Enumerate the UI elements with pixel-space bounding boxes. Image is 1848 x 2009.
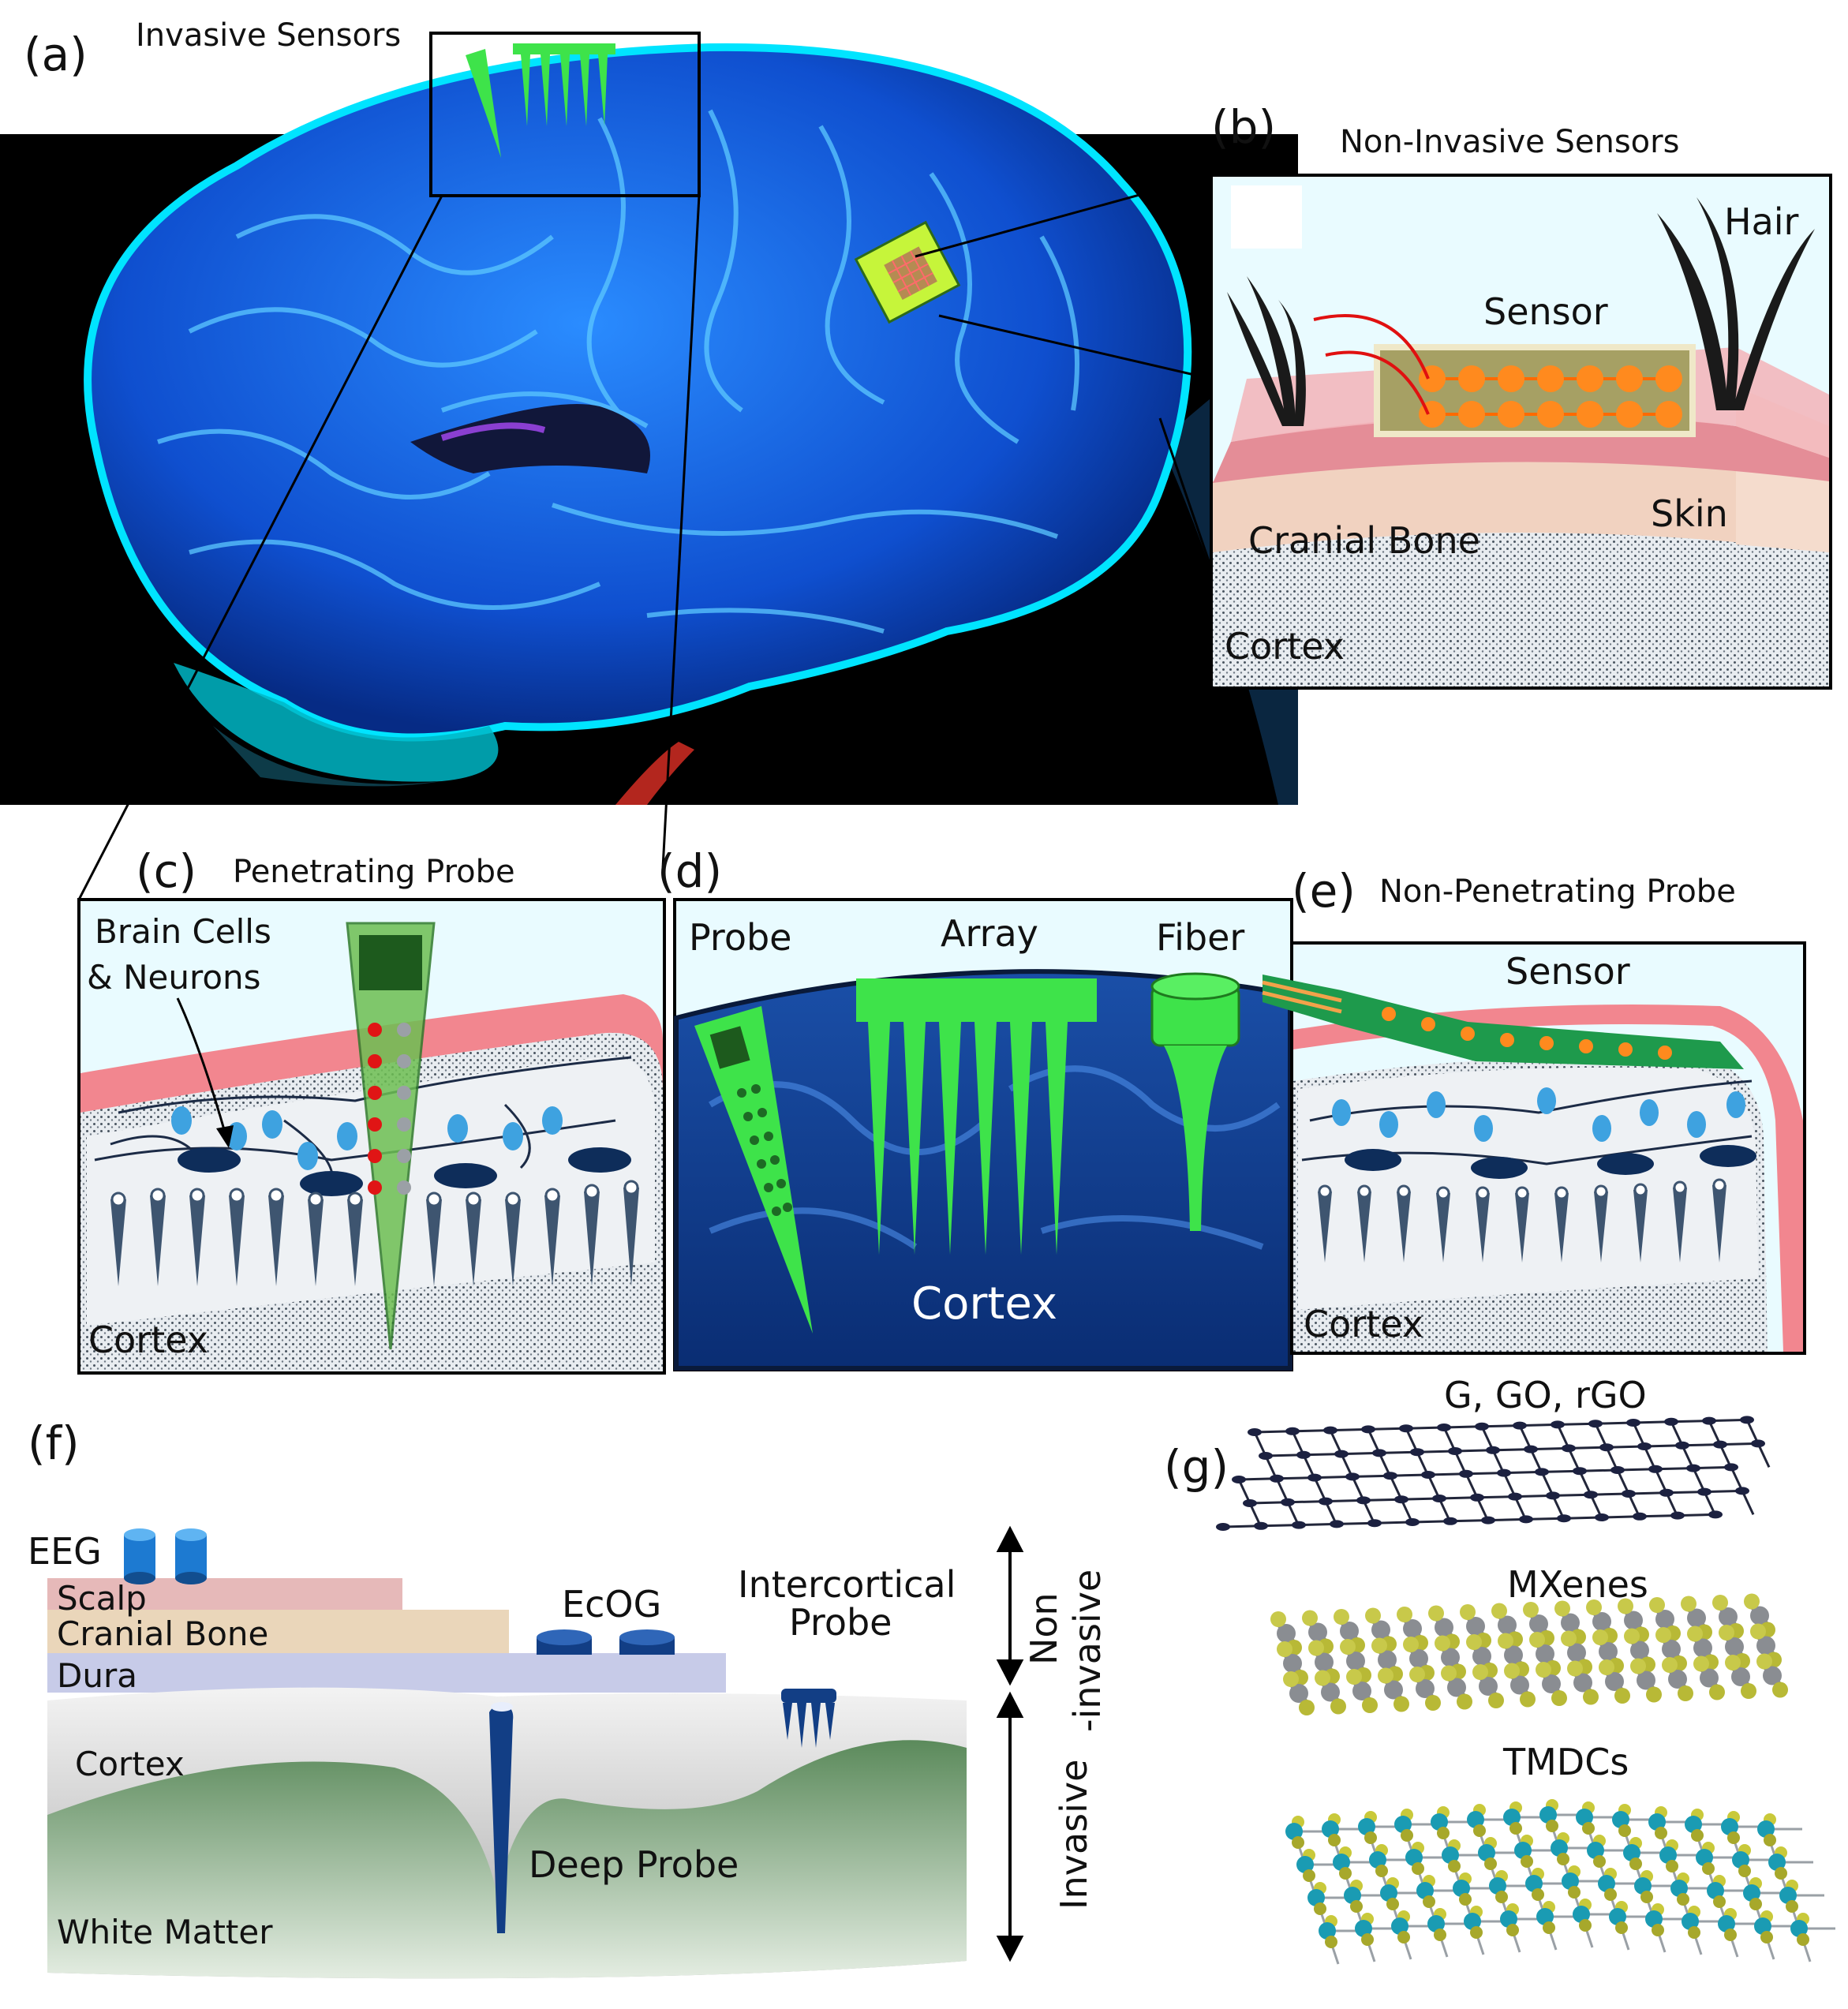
panel-b-sensor bbox=[1313, 314, 1696, 437]
invasive-label: Invasive bbox=[1053, 1759, 1095, 1910]
non-invasive-sensor-on-brain bbox=[854, 220, 961, 324]
panel-d-fiber-label: Fiber bbox=[1156, 916, 1245, 959]
invasiveness-arrows bbox=[996, 1525, 1024, 1962]
cortex-label: Cortex bbox=[75, 1745, 185, 1783]
panel-g-materials bbox=[1216, 1416, 1835, 1965]
panel-a-title: Invasive Sensors bbox=[136, 17, 402, 54]
zoom-connectors bbox=[77, 174, 1213, 900]
panel-d-probe bbox=[694, 1006, 813, 1334]
panel-b-letter: (b) bbox=[1211, 100, 1277, 154]
panel-c-cortex-label: Cortex bbox=[88, 1319, 208, 1361]
panel-b-cortex-label: Cortex bbox=[1225, 625, 1345, 668]
deep-probe bbox=[489, 1704, 514, 1933]
panel-e-title: Non-Penetrating Probe bbox=[1379, 874, 1736, 910]
dura-label: Dura bbox=[57, 1656, 137, 1695]
panel-b-sensor-label: Sensor bbox=[1483, 290, 1608, 333]
panel-c-title: Penetrating Probe bbox=[233, 854, 515, 890]
panel-c-letter: (c) bbox=[136, 844, 197, 898]
panel-c-probe bbox=[346, 922, 436, 1350]
panel-e-non-penetrating bbox=[1262, 941, 1806, 1355]
tmdcs-label: TMDCs bbox=[1503, 1741, 1629, 1783]
panel-f-layers bbox=[47, 1525, 1024, 1979]
mxene-lattice bbox=[1270, 1593, 1788, 1715]
panel-b-skin-label: Skin bbox=[1651, 492, 1728, 535]
intercortical-label-1: Intercortical bbox=[738, 1563, 956, 1606]
invasive-sensors-on-brain bbox=[466, 43, 615, 158]
eeg-label: EEG bbox=[28, 1530, 102, 1573]
panel-b-hair-label: Hair bbox=[1724, 200, 1799, 243]
white-matter-label: White Matter bbox=[57, 1913, 273, 1951]
ecog-label: EcOG bbox=[562, 1583, 662, 1626]
panel-d-fiber bbox=[1150, 972, 1240, 1231]
zoom-box-invasive bbox=[429, 32, 701, 197]
mxenes-label: MXenes bbox=[1507, 1563, 1648, 1606]
panel-c-penetrating bbox=[77, 898, 666, 1375]
panel-d-array bbox=[856, 978, 1097, 1255]
eeg-electrodes bbox=[124, 1528, 207, 1584]
panel-d-letter: (d) bbox=[657, 844, 723, 898]
panel-a-brain bbox=[0, 0, 1298, 805]
graphene-lattice bbox=[1216, 1416, 1771, 1531]
panel-d-array-label: Array bbox=[941, 912, 1038, 955]
scalp-label: Scalp bbox=[57, 1579, 147, 1618]
panel-f-letter: (f) bbox=[28, 1416, 80, 1470]
intercortical-label-2: Probe bbox=[789, 1601, 892, 1644]
panel-b-bone bbox=[1213, 453, 1829, 552]
panel-d-probe-label: Probe bbox=[689, 916, 792, 959]
panel-b-cortex bbox=[1213, 526, 1829, 687]
panel-a-letter: (a) bbox=[24, 28, 88, 81]
panel-b-hair bbox=[1227, 197, 1815, 426]
panel-d-cortex-label: Cortex bbox=[911, 1278, 1057, 1330]
panel-b-non-invasive bbox=[1210, 174, 1832, 690]
panel-c-cells-label-1: Brain Cells bbox=[95, 912, 271, 951]
brain-gyri bbox=[157, 109, 1079, 634]
panel-b-title: Non-Invasive Sensors bbox=[1340, 124, 1680, 160]
panel-g-letter: (g) bbox=[1164, 1440, 1229, 1494]
panel-c-cells-label-2: & Neurons bbox=[87, 958, 261, 997]
non-invasive-label-2: -invasive bbox=[1066, 1569, 1109, 1732]
panel-e-sensor-label: Sensor bbox=[1506, 950, 1630, 993]
intercortical-probe bbox=[781, 1689, 836, 1748]
panel-e-cortex-label: Cortex bbox=[1304, 1303, 1423, 1345]
deep-probe-label: Deep Probe bbox=[529, 1843, 739, 1886]
bone-layer bbox=[47, 1610, 509, 1653]
tmdc-lattice bbox=[1285, 1799, 1835, 1965]
ecog-electrodes bbox=[537, 1629, 675, 1655]
non-invasive-label-1: Non bbox=[1023, 1592, 1065, 1665]
scalp-layer bbox=[47, 1578, 402, 1610]
cranial-bone-label: Cranial Bone bbox=[57, 1614, 269, 1653]
panel-d-devices bbox=[673, 898, 1293, 1371]
panel-e-letter: (e) bbox=[1292, 864, 1356, 918]
dura-layer bbox=[47, 1653, 726, 1693]
panel-b-bone-label: Cranial Bone bbox=[1248, 519, 1480, 562]
graphene-label: G, GO, rGO bbox=[1444, 1374, 1647, 1416]
